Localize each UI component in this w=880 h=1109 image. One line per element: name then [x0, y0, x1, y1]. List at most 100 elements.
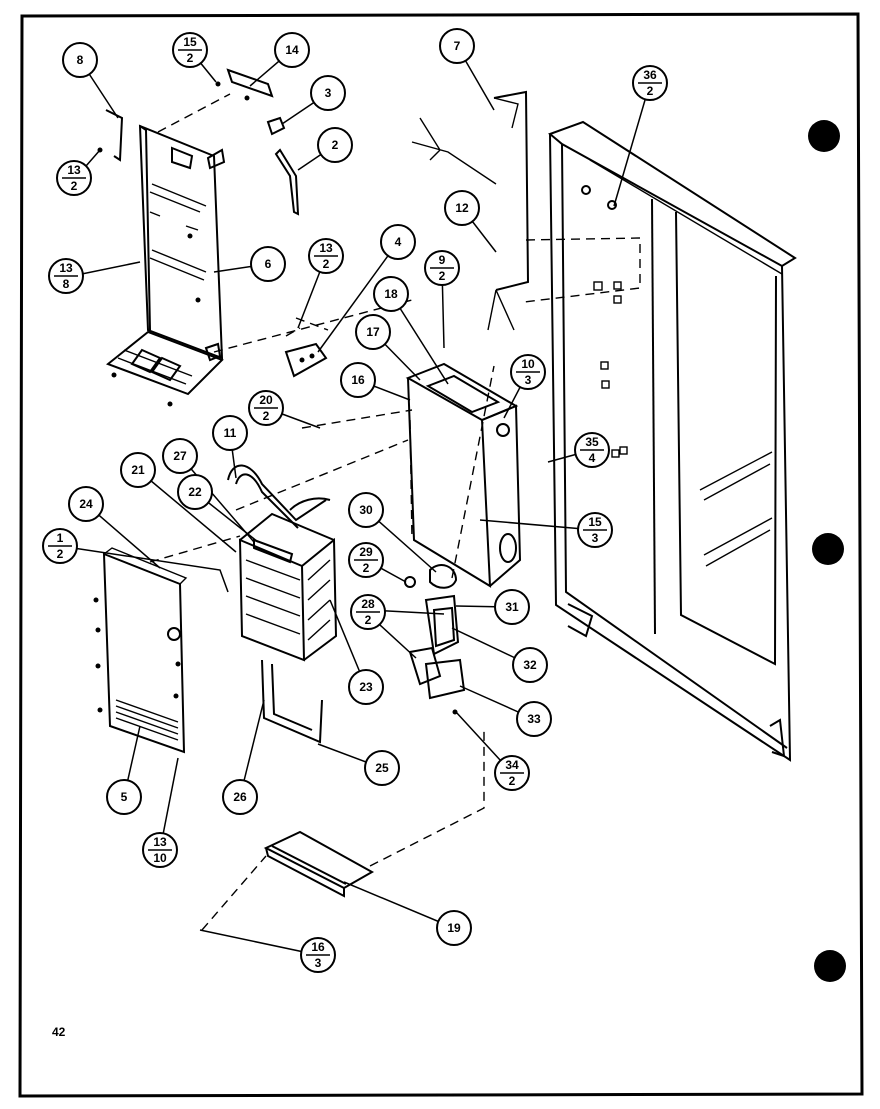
- callout-25: 25: [364, 750, 400, 786]
- svg-text:25: 25: [375, 761, 389, 775]
- assembly-line: [149, 535, 241, 563]
- callout-1-2: 12: [42, 528, 78, 564]
- assembly-line: [451, 365, 495, 579]
- callout-11: 11: [212, 415, 248, 451]
- svg-text:2: 2: [71, 179, 78, 193]
- svg-text:12: 12: [455, 201, 469, 215]
- svg-text:4: 4: [589, 451, 596, 465]
- svg-text:22: 22: [188, 485, 202, 499]
- callout-16-3: 163: [300, 937, 336, 973]
- svg-text:10: 10: [153, 851, 167, 865]
- callout-10-3: 103: [510, 354, 546, 390]
- svg-text:9: 9: [439, 253, 446, 267]
- callout-28-2: 282: [350, 594, 386, 630]
- cabinet-liner: [548, 120, 797, 762]
- evaporator-cover: [93, 547, 188, 754]
- svg-text:10: 10: [521, 357, 535, 371]
- svg-text:34: 34: [505, 758, 519, 772]
- clip-3: [266, 116, 286, 136]
- svg-text:2: 2: [57, 547, 64, 561]
- svg-text:20: 20: [259, 393, 273, 407]
- svg-text:2: 2: [439, 269, 446, 283]
- callout-13-2-middle: 132: [308, 238, 344, 274]
- callout-30: 30: [348, 492, 384, 528]
- callout-12: 12: [444, 190, 480, 226]
- callout-19: 19: [436, 910, 472, 946]
- svg-text:36: 36: [643, 68, 657, 82]
- callout-16: 16: [340, 362, 376, 398]
- svg-text:13: 13: [153, 835, 167, 849]
- svg-text:3: 3: [315, 956, 322, 970]
- callout-7: 7: [439, 28, 475, 64]
- svg-text:24: 24: [79, 497, 93, 511]
- svg-text:18: 18: [384, 287, 398, 301]
- callout-26: 26: [222, 779, 258, 815]
- callout-36-2: 362: [632, 65, 668, 101]
- callout-33: 33: [516, 701, 552, 737]
- svg-text:16: 16: [351, 373, 365, 387]
- svg-text:2: 2: [509, 774, 516, 788]
- assembly-line: [369, 726, 485, 867]
- svg-text:13: 13: [319, 241, 333, 255]
- svg-text:30: 30: [359, 503, 373, 517]
- svg-text:27: 27: [173, 449, 187, 463]
- svg-text:3: 3: [525, 373, 532, 387]
- svg-text:31: 31: [505, 600, 519, 614]
- svg-text:26: 26: [233, 790, 247, 804]
- callout-9-2: 92: [424, 250, 460, 286]
- callout-20-2: 202: [248, 390, 284, 426]
- callout-3: 3: [310, 75, 346, 111]
- svg-text:17: 17: [366, 325, 380, 339]
- svg-text:2: 2: [647, 84, 654, 98]
- svg-text:23: 23: [359, 680, 373, 694]
- assembly-line: [213, 299, 413, 353]
- air-duct: [411, 90, 641, 331]
- callout-4: 4: [380, 224, 416, 260]
- callout-29-2: 292: [348, 542, 384, 578]
- svg-text:3: 3: [325, 86, 332, 100]
- svg-text:16: 16: [311, 940, 325, 954]
- assembly-line: [201, 855, 267, 931]
- bracket-14: [215, 68, 274, 101]
- svg-text:7: 7: [454, 39, 461, 53]
- defrost-heater-11: [227, 464, 331, 529]
- callout-32: 32: [512, 647, 548, 683]
- callout-27: 27: [162, 438, 198, 474]
- svg-text:2: 2: [263, 409, 270, 423]
- svg-text:11: 11: [224, 426, 237, 440]
- assembly-line: [235, 439, 409, 511]
- svg-text:2: 2: [365, 613, 372, 627]
- callout-8: 8: [62, 42, 98, 78]
- binder-hole-top: [808, 120, 840, 152]
- binder-hole-bottom: [814, 950, 846, 982]
- svg-text:35: 35: [585, 435, 599, 449]
- svg-text:13: 13: [59, 261, 73, 275]
- callout-31: 31: [494, 589, 530, 625]
- svg-text:4: 4: [395, 235, 402, 249]
- svg-text:3: 3: [592, 531, 599, 545]
- evaporator-coil: [238, 512, 338, 744]
- callout-35-4: 354: [574, 432, 610, 468]
- tube-2: [274, 148, 300, 216]
- svg-text:21: 21: [131, 463, 145, 477]
- callout-17: 17: [355, 314, 391, 350]
- svg-text:1: 1: [57, 531, 64, 545]
- callout-34-2: 342: [494, 755, 530, 791]
- callout-24: 24: [68, 486, 104, 522]
- assembly-line: [157, 93, 231, 133]
- callout-21: 21: [120, 452, 156, 488]
- callout-18: 18: [373, 276, 409, 312]
- drain-trough: [263, 830, 375, 898]
- svg-text:6: 6: [265, 257, 272, 271]
- assembly-line: [301, 409, 413, 429]
- callout-13-8: 138: [48, 258, 84, 294]
- svg-text:15: 15: [588, 515, 602, 529]
- svg-text:15: 15: [183, 35, 197, 49]
- svg-text:19: 19: [447, 921, 461, 935]
- callout-6: 6: [250, 246, 286, 282]
- callout-14: 14: [274, 32, 310, 68]
- callout-22: 22: [177, 474, 213, 510]
- page-frame: [18, 12, 864, 1098]
